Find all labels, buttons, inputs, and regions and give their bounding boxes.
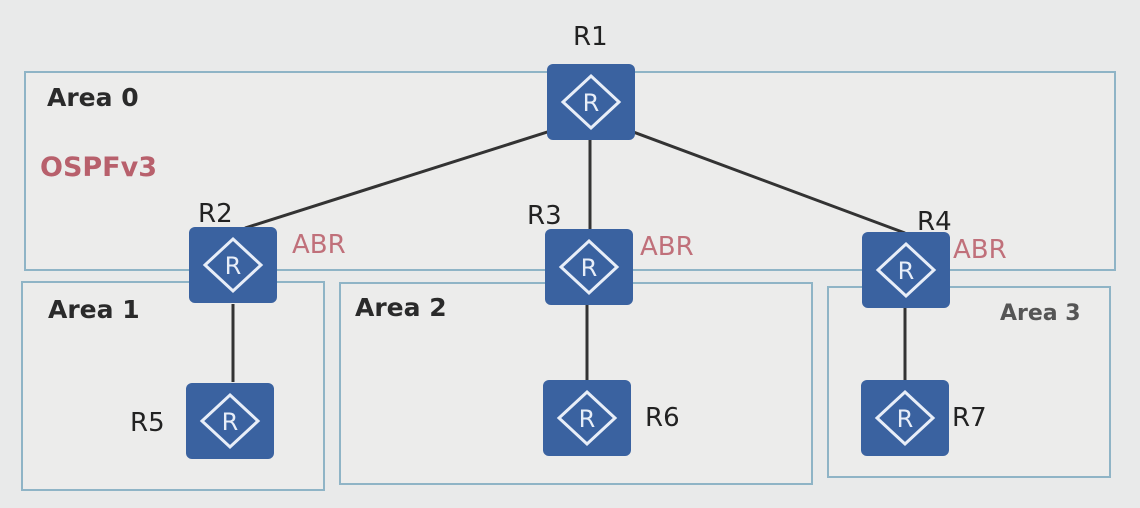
router-icon-r5[interactable] — [184, 381, 276, 461]
router-label-r4: R4 — [917, 207, 952, 237]
area-1-label: Area 1 — [48, 295, 140, 324]
abr-label-r2: ABR — [292, 230, 346, 260]
router-icon-r4[interactable] — [860, 230, 952, 310]
link-r1-r4 — [627, 128, 906, 235]
router-icon-r2[interactable] — [187, 225, 279, 305]
area-0-label: Area 0 — [47, 83, 139, 112]
area-2-label: Area 2 — [355, 293, 447, 322]
router-label-r2: R2 — [198, 199, 233, 229]
protocol-label: OSPFv3 — [40, 152, 157, 183]
link-r1-r2 — [244, 126, 561, 230]
abr-label-r4: ABR — [953, 235, 1007, 265]
router-label-r7: R7 — [952, 403, 987, 433]
router-label-r3: R3 — [527, 201, 562, 231]
router-label-r1: R1 — [573, 22, 608, 52]
abr-label-r3: ABR — [640, 232, 694, 262]
router-icon-r3[interactable] — [543, 227, 635, 307]
area-1-box — [21, 281, 325, 491]
router-label-r6: R6 — [645, 403, 680, 433]
area-3-label: Area 3 — [1000, 301, 1081, 326]
router-icon-r6[interactable] — [541, 378, 633, 458]
router-icon-r1[interactable] — [545, 62, 637, 142]
router-icon-r7[interactable] — [859, 378, 951, 458]
router-label-r5: R5 — [130, 408, 165, 438]
